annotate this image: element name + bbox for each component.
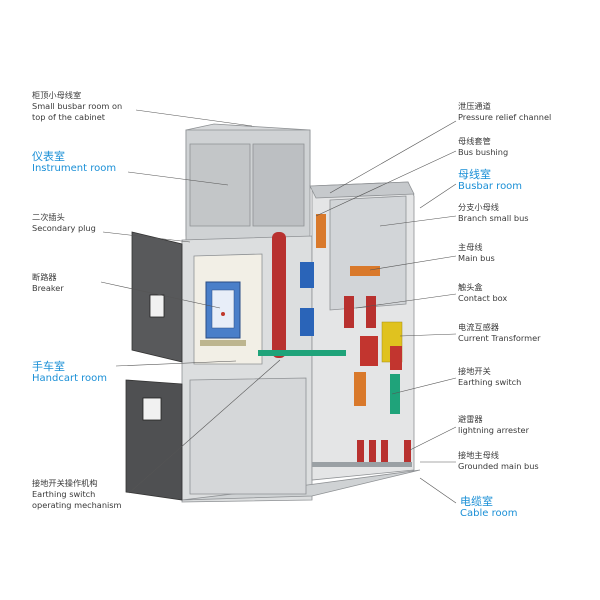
secondary-plug-cn: 二次插头 xyxy=(32,212,65,222)
label-earthing-switch: 接地开关 Earthing switch xyxy=(458,366,521,388)
branch-small-bus-en: Branch small bus xyxy=(458,213,529,223)
lightning-arrester-cn: 避雷器 xyxy=(458,414,483,424)
label-handcart-room: 手车室 Handcart room xyxy=(32,360,107,385)
small-busbar-en1: Small busbar room on xyxy=(32,101,123,111)
current-transformer-cn: 电流互感器 xyxy=(458,322,499,332)
breaker-en: Breaker xyxy=(32,283,64,293)
label-cable-room: 电缆室 Cable room xyxy=(460,495,517,520)
pressure-relief-en: Pressure relief channel xyxy=(458,112,552,122)
label-small-busbar-room: 柜顶小母线室 Small busbar room on top of the c… xyxy=(32,90,122,123)
breaker xyxy=(200,281,246,346)
earthing-switch-cn: 接地开关 xyxy=(458,366,491,376)
cable-room-en: Cable room xyxy=(460,508,518,519)
lightning-arresters xyxy=(357,440,411,466)
cable-room-cn: 电缆室 xyxy=(460,495,493,508)
bus-bushing-cn: 母线套管 xyxy=(458,136,491,146)
contact-box-cn: 触头盒 xyxy=(458,282,483,292)
label-bus-bushing: 母线套管 Bus bushing xyxy=(458,136,508,158)
bus-bushing-en: Bus bushing xyxy=(458,147,509,157)
green-bus-bar xyxy=(258,350,346,356)
contact-insulator-red xyxy=(272,232,286,358)
instrument-room-en: Instrument room xyxy=(32,163,117,174)
main-bus-cn: 主母线 xyxy=(458,242,483,252)
busbar-room-cn: 母线室 xyxy=(458,168,491,181)
label-pressure-relief: 泄压通道 Pressure relief channel xyxy=(458,101,551,123)
lower-door xyxy=(125,379,183,501)
branch-small-bus-cn: 分支小母线 xyxy=(458,202,499,212)
small-busbar-en2: top of the cabinet xyxy=(32,112,105,122)
label-instrument-room: 仪表室 Instrument room xyxy=(32,150,116,175)
handcart-room-en: Handcart room xyxy=(32,373,108,384)
label-earthing-mechanism: 接地开关操作机构 Earthing switch operating mecha… xyxy=(32,478,122,511)
secondary-plug-en: Secondary plug xyxy=(32,223,96,233)
label-lightning-arrester: 避雷器 lightning arrester xyxy=(458,414,529,436)
lightning-arrester-en: lightning arrester xyxy=(458,425,529,435)
grounded-main-bus xyxy=(312,462,412,467)
label-current-transformer: 电流互感器 Current Transformer xyxy=(458,322,540,344)
earthing-switch-en: Earthing switch xyxy=(458,377,522,387)
label-grounded-main-bus: 接地主母线 Grounded main bus xyxy=(458,450,539,472)
grounded-main-bus-cn: 接地主母线 xyxy=(458,450,499,460)
busbars xyxy=(258,214,403,414)
earthing-mech-en1: Earthing switch xyxy=(32,489,96,499)
label-branch-small-bus: 分支小母线 Branch small bus xyxy=(458,202,529,224)
label-main-bus: 主母线 Main bus xyxy=(458,242,495,264)
handcart-room-cn: 手车室 xyxy=(32,360,65,373)
instrument-room-cn: 仪表室 xyxy=(32,150,65,163)
earthing-mech-en2: operating mechanism xyxy=(32,500,122,510)
pressure-relief-cn: 泄压通道 xyxy=(458,101,491,111)
label-breaker: 断路器 Breaker xyxy=(32,272,64,294)
label-contact-box: 触头盒 Contact box xyxy=(458,282,507,304)
busbar-room-en: Busbar room xyxy=(458,181,523,192)
doors xyxy=(125,231,183,501)
label-secondary-plug: 二次插头 Secondary plug xyxy=(32,212,96,234)
earthing-mech-cn: 接地开关操作机构 xyxy=(32,478,98,488)
current-transformer-en: Current Transformer xyxy=(458,333,541,343)
leader-lines xyxy=(100,109,457,504)
grounded-main-bus-en: Grounded main bus xyxy=(458,461,539,471)
small-busbar-cn: 柜顶小母线室 xyxy=(32,90,82,100)
contact-box-en: Contact box xyxy=(458,293,508,303)
breaker-cn: 断路器 xyxy=(32,272,57,282)
label-busbar-room: 母线室 Busbar room xyxy=(458,168,522,193)
main-bus-en: Main bus xyxy=(458,253,495,263)
